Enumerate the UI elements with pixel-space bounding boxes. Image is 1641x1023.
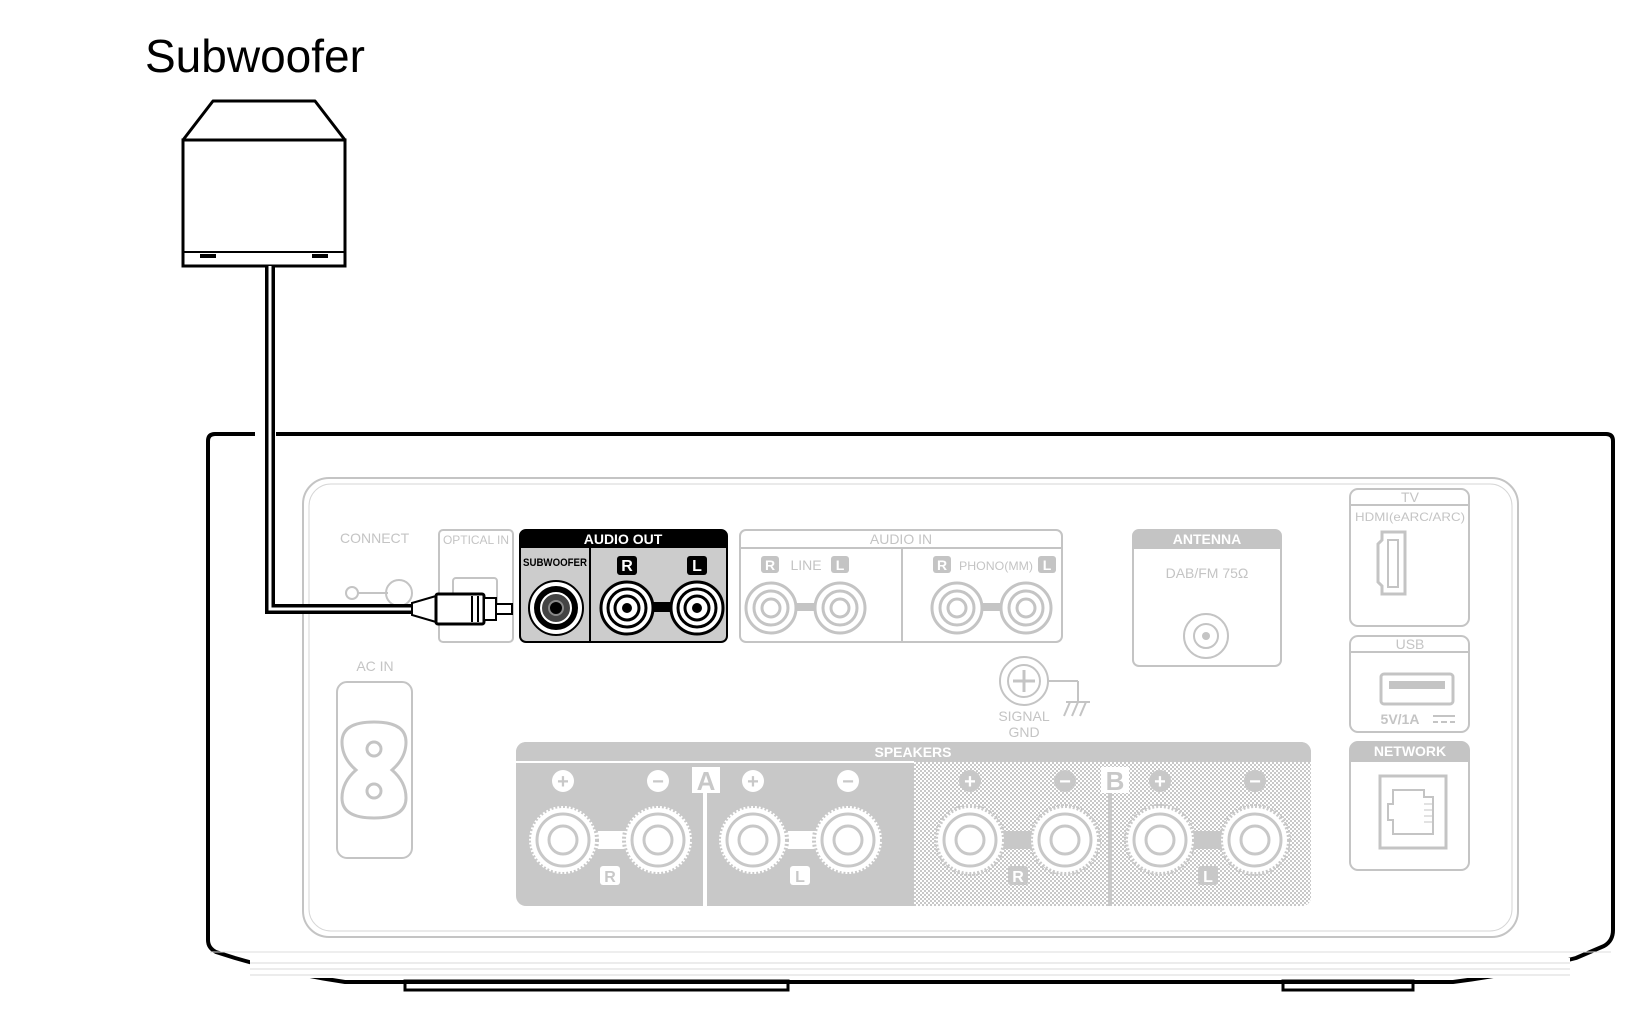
speaker-b-left-terminals: + − L [1124,770,1291,886]
dc-symbol-icon [1433,715,1455,723]
audio-out-r-badge: R [621,558,633,575]
tv-header: TV [1401,489,1420,505]
speakers-panel: SPEAKERS A B + − R + − [516,742,1311,906]
subwoofer-speaker [181,99,347,268]
speaker-a-l-plus: + [747,771,759,793]
usb-port-icon [1379,672,1455,706]
av-receiver-rear-panel [206,432,1615,992]
hdmi-port-icon [1376,530,1407,596]
signal-gnd-terminal: SIGNAL GND [998,656,1090,740]
diagram-title: Subwoofer [145,30,365,82]
optical-in-port: OPTICAL IN [438,529,514,643]
speaker-b-r-plus: + [964,771,976,793]
subwoofer-cable [265,266,513,626]
speakers-group-a: A [697,766,716,796]
antenna-panel: ANTENNA DAB/FM 75Ω [1132,529,1282,667]
connect-label: CONNECT [340,530,410,546]
antenna-jack [1183,613,1229,659]
audio-in-header: AUDIO IN [870,531,932,547]
speaker-b-l-minus: − [1249,771,1261,793]
usb-panel: USB 5V/1A [1349,635,1470,733]
tv-hdmi-panel: TV HDMI(eARC/ARC) [1349,488,1470,627]
phono-label: PHONO(MM) [959,559,1033,573]
hdmi-label: HDMI(eARC/ARC) [1355,510,1465,524]
ac-in-inlet: AC IN [336,658,413,859]
audio-out-l-jack [669,580,725,636]
speaker-a-right-terminals: + − R [527,770,694,886]
audio-out-r-jack [599,580,655,636]
phono-r-jack [930,581,984,635]
phono-l-jack [999,581,1053,635]
network-header: NETWORK [1374,743,1446,759]
speaker-a-r-label: R [604,869,616,886]
network-panel: NETWORK [1349,741,1470,871]
optical-in-label: OPTICAL IN [443,533,509,547]
speaker-b-r-label: R [1012,869,1024,886]
audio-out-panel: AUDIO OUT SUBWOOFER R L [519,529,728,643]
speakers-group-b: B [1106,766,1125,796]
antenna-header: ANTENNA [1173,531,1241,547]
gnd-label: GND [1008,724,1039,740]
signal-label: SIGNAL [998,708,1050,724]
speaker-b-r-minus: − [1059,771,1071,793]
line-r-badge: R [765,557,775,573]
ac-in-label: AC IN [356,658,393,674]
speaker-a-r-plus: + [557,771,569,793]
audio-out-header: AUDIO OUT [584,531,663,547]
speaker-a-r-minus: − [652,771,664,793]
speaker-b-l-label: L [1203,869,1213,886]
ethernet-port-icon [1378,774,1448,850]
line-l-jack [813,581,867,635]
subwoofer-jack-label: SUBWOOFER [523,557,587,569]
subwoofer-jack [528,580,584,636]
phono-r-badge: R [937,557,947,573]
speaker-a-l-label: L [795,869,805,886]
audio-out-l-badge: L [692,558,702,575]
phono-l-badge: L [1043,557,1052,573]
speakers-header: SPEAKERS [874,744,951,760]
audio-in-panel: AUDIO IN R LINE L R PHONO(MM) L [739,529,1063,643]
line-label: LINE [790,557,821,573]
antenna-sub-label: DAB/FM 75Ω [1166,565,1249,581]
line-l-badge: L [836,557,845,573]
connect-button-area: CONNECT [340,530,413,607]
usb-power-label: 5V/1A [1381,711,1420,727]
line-r-jack [744,581,798,635]
speaker-b-l-plus: + [1154,771,1166,793]
usb-header: USB [1396,636,1425,652]
speaker-a-left-terminals: + − L [717,770,884,886]
speaker-b-right-terminals: + − R [934,770,1101,886]
speaker-a-l-minus: − [842,771,854,793]
